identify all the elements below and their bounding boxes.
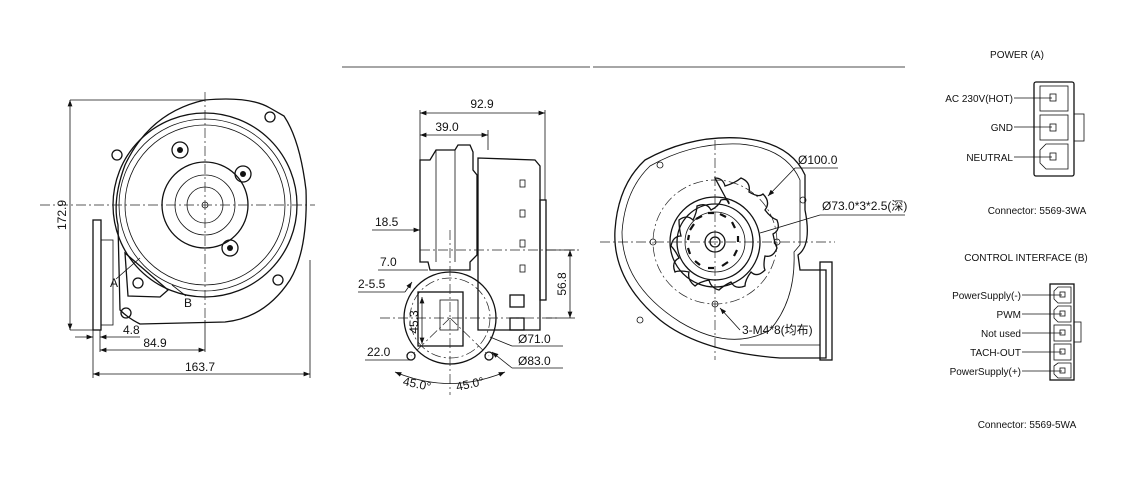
- side-view: 92.9 39.0 18.5 7.0 2-5.5 45.3 22.0 45.0°…: [358, 97, 580, 395]
- power-connector-model: Connector: 5569-3WA: [988, 206, 1087, 217]
- dim-7-0: 7.0: [380, 255, 397, 269]
- power-pin-gnd: GND: [991, 123, 1013, 134]
- dim-d100: Ø100.0: [798, 153, 838, 167]
- control-pin-power-plus: PowerSupply(+): [950, 367, 1021, 378]
- dim-d83: Ø83.0: [518, 354, 551, 368]
- control-connector-model: Connector: 5569-5WA: [978, 420, 1077, 431]
- dim-56-8: 56.8: [555, 272, 569, 296]
- dim-m4-holes: 3-M4*8(均布): [742, 323, 813, 337]
- dim-18-5: 18.5: [375, 215, 399, 229]
- dim-flange: 4.8: [123, 323, 140, 337]
- control-title: CONTROL INTERFACE (B): [964, 253, 1088, 264]
- label-connector-a: A: [110, 276, 118, 290]
- label-connector-b: B: [184, 296, 192, 310]
- control-pin-power-minus: PowerSupply(-): [952, 291, 1021, 302]
- dim-width: 163.7: [185, 360, 215, 374]
- power-title: POWER (A): [990, 50, 1044, 61]
- power-pin-neutral: NEUTRAL: [966, 153, 1013, 164]
- power-connector: POWER (A) AC 230V(HOT) GND NEUTRAL Conne…: [945, 50, 1086, 217]
- angle-left: 45.0°: [402, 374, 433, 394]
- rear-view: Ø100.0 Ø73.0*3*2.5(深) 3-M4*8(均布): [600, 137, 907, 361]
- dim-outlet: 45.3: [407, 310, 421, 334]
- control-pin-pwm: PWM: [997, 310, 1021, 321]
- control-pin-tach-out: TACH-OUT: [970, 348, 1021, 359]
- control-connector: CONTROL INTERFACE (B) PowerSupply(-) PWM…: [950, 253, 1088, 431]
- front-view: A B 172.9 4.8 84.9 163.7: [40, 92, 315, 378]
- power-pin-hot: AC 230V(HOT): [945, 94, 1013, 105]
- dim-d71: Ø71.0: [518, 332, 551, 346]
- dim-depth: 92.9: [470, 97, 494, 111]
- dim-center: 84.9: [143, 336, 167, 350]
- dim-height: 172.9: [55, 200, 69, 230]
- angle-right: 45.0°: [455, 374, 486, 394]
- dim-d73: Ø73.0*3*2.5(深): [822, 199, 907, 213]
- dim-flange-depth: 39.0: [435, 120, 459, 134]
- control-pin-not-used: Not used: [981, 329, 1021, 340]
- dim-22-0: 22.0: [367, 345, 391, 359]
- dim-holes: 2-5.5: [358, 277, 386, 291]
